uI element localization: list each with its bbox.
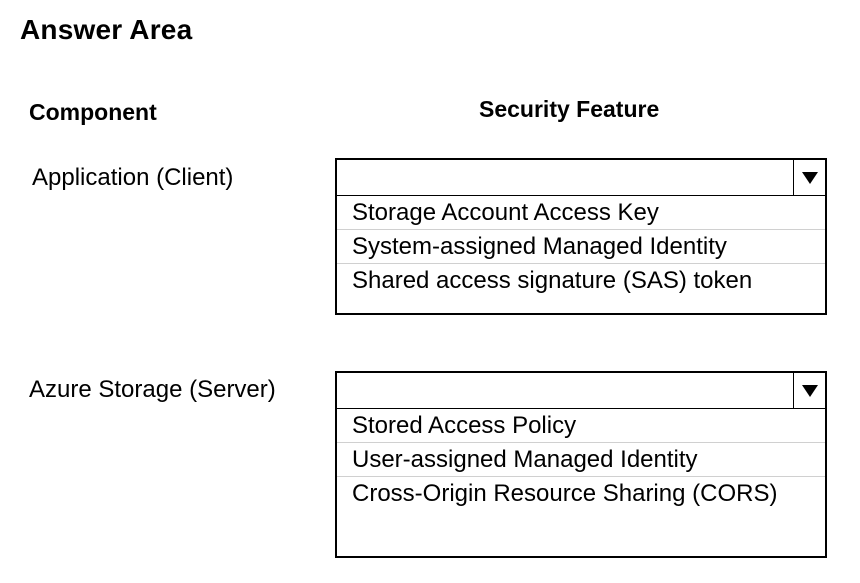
- dropdown-toggle-button[interactable]: [793, 373, 825, 408]
- answer-area-title: Answer Area: [20, 14, 193, 45]
- dropdown-selected-value[interactable]: [337, 373, 825, 409]
- security-feature-dropdown-server[interactable]: Stored Access Policy User-assigned Manag…: [335, 371, 827, 558]
- dropdown-option[interactable]: Storage Account Access Key: [337, 196, 825, 230]
- dropdown-selected-value[interactable]: [337, 160, 825, 196]
- component-column-header: Component: [29, 99, 157, 125]
- dropdown-toggle-button[interactable]: [793, 160, 825, 195]
- dropdown-option[interactable]: System-assigned Managed Identity: [337, 230, 825, 264]
- dropdown-option[interactable]: Stored Access Policy: [337, 409, 825, 443]
- component-label-application-client: Application (Client): [32, 164, 234, 191]
- dropdown-option[interactable]: Shared access signature (SAS) token: [352, 267, 753, 294]
- dropdown-option[interactable]: User-assigned Managed Identity: [337, 443, 825, 477]
- security-feature-column-header: Security Feature: [479, 96, 660, 122]
- security-feature-dropdown-client[interactable]: Storage Account Access Key System-assign…: [335, 158, 827, 315]
- triangle-down-icon: [801, 384, 818, 397]
- dropdown-option[interactable]: Cross-Origin Resource Sharing (CORS): [352, 480, 778, 507]
- triangle-down-icon: [801, 171, 818, 184]
- component-label-azure-storage-server: Azure Storage (Server): [29, 376, 276, 403]
